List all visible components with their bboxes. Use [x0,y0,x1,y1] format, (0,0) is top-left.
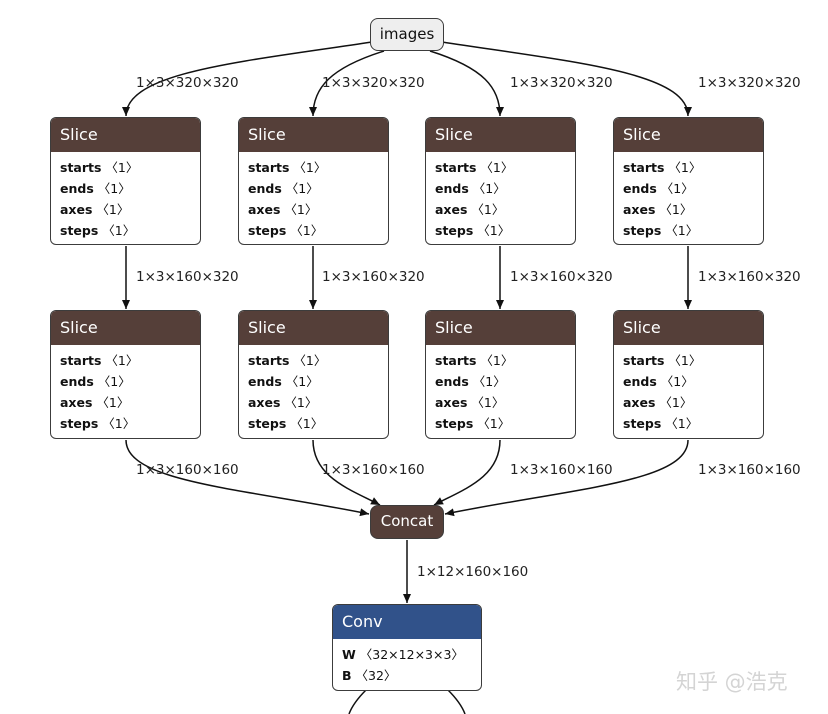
concat-label: Concat [380,512,434,530]
attr-row: steps 〈1〉 [248,223,324,238]
attr-row: ends 〈1〉 [623,181,694,196]
node-title: Slice [51,311,200,345]
slice-node-r1-c2[interactable]: Slice starts 〈1〉 ends 〈1〉 axes 〈1〉 steps… [238,117,389,245]
attr-row: ends 〈1〉 [435,181,506,196]
attr-row: axes 〈1〉 [248,202,318,217]
attr-row: steps 〈1〉 [435,416,511,431]
edge-label: 1×3×160×160 [322,462,425,478]
slice-node-r2-c1[interactable]: Slice starts 〈1〉 ends 〈1〉 axes 〈1〉 steps… [50,310,201,439]
attr-row: axes 〈1〉 [435,395,505,410]
attr-row: ends 〈1〉 [60,181,131,196]
attr-row: steps 〈1〉 [60,223,136,238]
edge-label: 1×3×160×160 [136,462,239,478]
conv-node[interactable]: Conv W 〈32×12×3×3〉 B 〈32〉 [332,604,482,691]
attr-row: starts 〈1〉 [60,160,139,175]
node-title: Slice [239,311,388,345]
concat-node[interactable]: Concat [370,505,444,539]
node-title: Slice [51,118,200,152]
slice-node-r2-c2[interactable]: Slice starts 〈1〉 ends 〈1〉 axes 〈1〉 steps… [238,310,389,439]
slice-node-r1-c1[interactable]: Slice starts 〈1〉 ends 〈1〉 axes 〈1〉 steps… [50,117,201,245]
attr-row: ends 〈1〉 [60,374,131,389]
slice-node-r2-c4[interactable]: Slice starts 〈1〉 ends 〈1〉 axes 〈1〉 steps… [613,310,764,439]
attr-row: axes 〈1〉 [60,202,130,217]
attr-row: steps 〈1〉 [60,416,136,431]
images-input-node[interactable]: images [370,18,444,51]
attr-row: starts 〈1〉 [435,160,514,175]
edge-label: 1×3×320×320 [136,75,239,91]
edge-label: 1×3×160×160 [698,462,801,478]
attr-row: ends 〈1〉 [248,374,319,389]
slice-node-r1-c4[interactable]: Slice starts 〈1〉 ends 〈1〉 axes 〈1〉 steps… [613,117,764,245]
edge-label: 1×3×160×320 [510,269,613,285]
edge-label: 1×3×160×320 [136,269,239,285]
attr-row: ends 〈1〉 [248,181,319,196]
attr-row: starts 〈1〉 [623,353,702,368]
attr-row: starts 〈1〉 [435,353,514,368]
edge-images-slice-3 [429,50,504,117]
attr-row: starts 〈1〉 [623,160,702,175]
edge-label: 1×12×160×160 [417,564,529,580]
images-label: images [379,25,435,43]
node-title: Slice [614,311,763,345]
node-title: Slice [426,118,575,152]
edge-images-slice-2 [309,50,385,117]
edge-label: 1×3×320×320 [698,75,801,91]
edge-label: 1×3×160×320 [322,269,425,285]
edge-images-slice-4 [441,41,692,117]
attr-row: starts 〈1〉 [248,160,327,175]
edge-label: 1×3×160×160 [510,462,613,478]
edge-slice-concat-3 [433,439,501,506]
attr-row: ends 〈1〉 [623,374,694,389]
edge-slice-concat-2 [312,439,381,506]
attr-row: starts 〈1〉 [248,353,327,368]
attr-row: steps 〈1〉 [435,223,511,238]
node-title: Slice [614,118,763,152]
attr-row: ends 〈1〉 [435,374,506,389]
attr-row: W 〈32×12×3×3〉 [342,647,464,662]
edge-conv-out-left [348,689,367,714]
node-title: Slice [239,118,388,152]
edge-images-slice-1 [122,41,373,117]
attr-row: axes 〈1〉 [60,395,130,410]
slice-node-r1-c3[interactable]: Slice starts 〈1〉 ends 〈1〉 axes 〈1〉 steps… [425,117,576,245]
attr-row: axes 〈1〉 [248,395,318,410]
edge-label: 1×3×160×320 [698,269,801,285]
attr-row: axes 〈1〉 [435,202,505,217]
edge-label: 1×3×320×320 [510,75,613,91]
watermark: 知乎 @浩克 [676,670,788,694]
attr-row: steps 〈1〉 [623,416,699,431]
edge-slice-concat-1 [125,439,370,517]
edge-label: 1×3×320×320 [322,75,425,91]
node-title: Conv [333,605,481,639]
edge-conv-out-right [447,689,466,714]
attr-row: B 〈32〉 [342,668,397,683]
attr-row: steps 〈1〉 [623,223,699,238]
attr-row: axes 〈1〉 [623,202,693,217]
attr-row: steps 〈1〉 [248,416,324,431]
attr-row: axes 〈1〉 [623,395,693,410]
attr-row: starts 〈1〉 [60,353,139,368]
slice-node-r2-c3[interactable]: Slice starts 〈1〉 ends 〈1〉 axes 〈1〉 steps… [425,310,576,439]
edge-slice-concat-4 [444,439,689,517]
node-title: Slice [426,311,575,345]
